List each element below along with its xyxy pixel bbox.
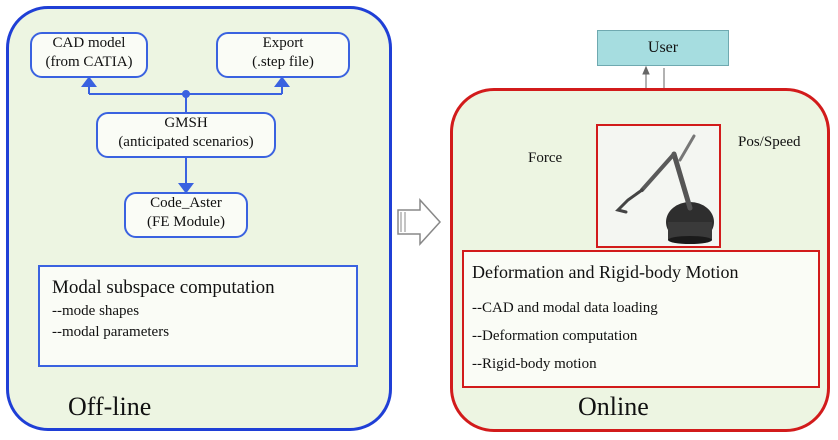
modal-subspace-box: Modal subspace computation --mode shapes… <box>38 265 358 367</box>
haptic-device-box <box>596 124 721 248</box>
export-arrow-head <box>274 76 290 87</box>
modal-subspace-title: Modal subspace computation <box>52 277 275 298</box>
export-format: (.step file) <box>252 54 314 70</box>
gmsh-label: GMSH <box>164 115 208 131</box>
cad-model-source: (from CATIA) <box>45 54 133 70</box>
flow-arrow-icon <box>397 198 442 246</box>
offline-title: Off-line <box>68 392 152 421</box>
user-box: User <box>597 30 729 66</box>
modal-item-modal-parameters: --modal parameters <box>52 324 170 340</box>
code-aster-module: (FE Module) <box>147 214 225 230</box>
cad-arrow-head <box>81 76 97 87</box>
user-up-head <box>642 65 650 75</box>
branch-dot <box>182 90 190 98</box>
export-box: Export (.step file) <box>216 32 350 78</box>
deformation-item-data-loading: --CAD and modal data loading <box>472 300 658 316</box>
pos-speed-label: Pos/Speed <box>738 134 801 150</box>
force-label: Force <box>528 150 563 166</box>
cad-model-box: CAD model (from CATIA) <box>30 32 148 78</box>
gmsh-subtitle: (anticipated scenarios) <box>118 134 254 150</box>
online-title: Online <box>578 392 649 421</box>
deformation-box: Deformation and Rigid-body Motion --CAD … <box>462 250 820 388</box>
cad-model-label: CAD model <box>52 35 126 51</box>
code-aster-label: Code_Aster <box>150 195 222 211</box>
deformation-item-computation: --Deformation computation <box>472 328 638 344</box>
haptic-device-icon <box>615 134 714 244</box>
gmsh-to-aster-head <box>178 183 194 194</box>
modal-item-mode-shapes: --mode shapes <box>52 303 140 319</box>
gmsh-box: GMSH (anticipated scenarios) <box>96 112 276 158</box>
deformation-title: Deformation and Rigid-body Motion <box>472 262 739 282</box>
deformation-item-rigid-body: --Rigid-body motion <box>472 356 597 372</box>
export-label: Export <box>262 35 304 51</box>
